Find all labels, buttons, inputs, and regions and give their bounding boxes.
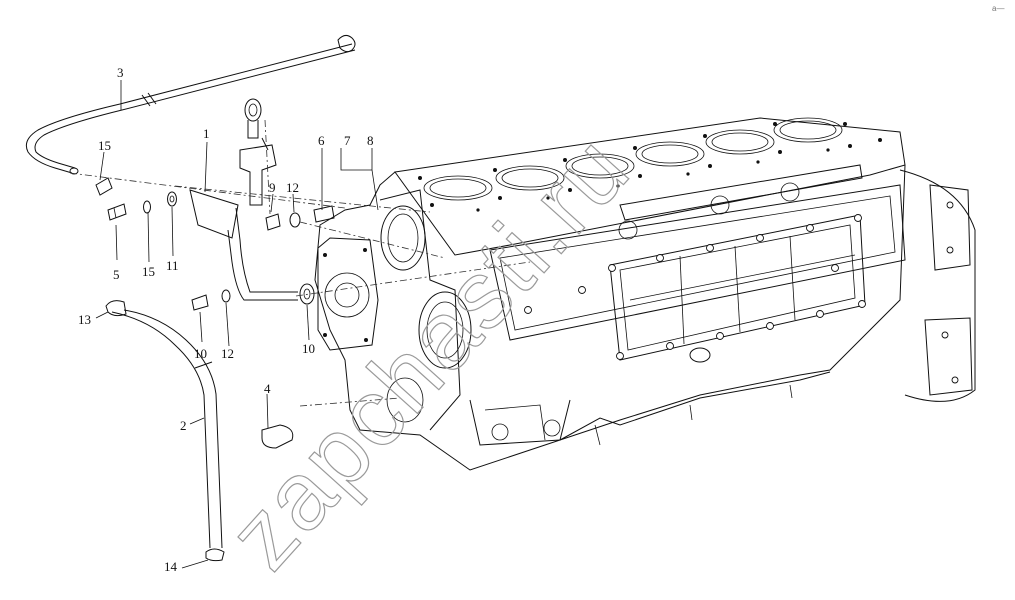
callout-2: 2 (180, 418, 187, 433)
bracket (313, 205, 335, 223)
callout-15-bottom: 14 (164, 559, 178, 574)
sealing-washer (299, 283, 315, 305)
sealing-washer (289, 212, 301, 228)
sealing-washer (143, 200, 151, 214)
callout-6: 6 (318, 133, 325, 148)
callout-15-top: 13 (78, 312, 91, 327)
corner-mark: a— (992, 4, 1004, 13)
sealing-washer (221, 289, 231, 303)
banjo-bolt (265, 213, 281, 231)
bracket (189, 189, 298, 301)
callout-10-left: 10 (194, 346, 207, 361)
banjo-bolt (107, 203, 127, 221)
callout-9: 9 (269, 180, 276, 195)
callout-5: 5 (113, 267, 120, 282)
callout-14: 15 (142, 264, 155, 279)
callout-3: 3 (117, 65, 124, 80)
drain-hose (105, 300, 225, 562)
engine-block (314, 117, 976, 471)
callout-4: 4 (264, 381, 271, 396)
hose-clamp (95, 177, 113, 196)
lifting-eye (239, 98, 277, 206)
breather-pipe (25, 34, 356, 175)
callout-12-top: 12 (286, 180, 299, 195)
banjo-bolt (191, 294, 209, 311)
callout-7: 7 (344, 133, 351, 148)
callout-12-bottom: 12 (221, 346, 234, 361)
callout-11: 11 (166, 258, 179, 273)
clip (261, 424, 294, 449)
callout-13: 15 (98, 138, 111, 153)
callout-labels: 3 1 6 7 8 15 9 12 5 15 11 10 12 10 13 4 … (78, 65, 374, 574)
callout-10-right: 10 (302, 341, 315, 356)
callout-8: 8 (367, 133, 374, 148)
callout-1: 1 (203, 126, 210, 141)
sealing-washer (167, 191, 177, 207)
